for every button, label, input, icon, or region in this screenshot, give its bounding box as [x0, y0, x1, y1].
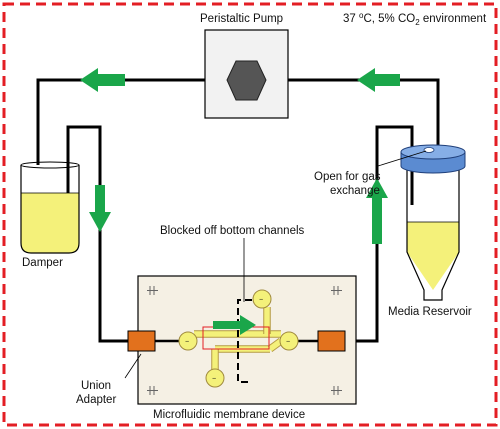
- environment-label: 37 oC, 5% CO2 environment: [343, 11, 487, 27]
- gas-exchange-label: exchange: [330, 185, 380, 197]
- flow-arrow-icon: [357, 68, 400, 92]
- union-adapter-label: Adapter: [76, 394, 116, 406]
- blocked-channels-label: Blocked off bottom channels: [160, 225, 305, 237]
- damper-label: Damper: [22, 257, 63, 269]
- media-reservoir: [406, 165, 460, 301]
- tube-damper-out: [66, 125, 128, 343]
- flow-arrow-icon: [366, 178, 388, 244]
- tube-top-right: [288, 78, 440, 150]
- reservoir-label: Media Reservoir: [388, 306, 472, 318]
- flow-arrow-icon: [80, 68, 125, 92]
- gas-vent-pointer: [377, 150, 427, 167]
- tube-top-left: [36, 78, 205, 165]
- pump-label: Peristaltic Pump: [200, 13, 283, 25]
- pump-rotor-icon: [226, 60, 267, 101]
- gas-vent-icon: [423, 147, 435, 153]
- flow-arrow-icon: [89, 185, 111, 232]
- gas-exchange-label: Open for gas: [314, 171, 381, 183]
- inlet-port: [178, 331, 198, 351]
- damper-liquid: [21, 193, 79, 253]
- damper: [20, 165, 80, 254]
- minus-sign: −: [185, 339, 189, 346]
- screw-icon: [147, 286, 342, 395]
- top-port: [252, 289, 272, 309]
- outlet-port: [279, 331, 299, 351]
- device-label: Microfluidic membrane device: [153, 409, 305, 421]
- minus-sign: −: [259, 297, 263, 304]
- damper-rim: [20, 161, 80, 169]
- union-pointer: [124, 353, 142, 379]
- minus-sign: −: [286, 339, 290, 346]
- union-adapter-right: [317, 330, 346, 352]
- blocked-channel-line: [237, 299, 252, 383]
- reservoir-liquid: [407, 222, 459, 290]
- minus-sign: −: [212, 376, 216, 383]
- union-adapter-label: Union: [81, 380, 111, 392]
- flow-arrow-icon: [213, 315, 256, 335]
- union-adapter-left: [127, 330, 156, 352]
- bottom-port: [205, 368, 225, 388]
